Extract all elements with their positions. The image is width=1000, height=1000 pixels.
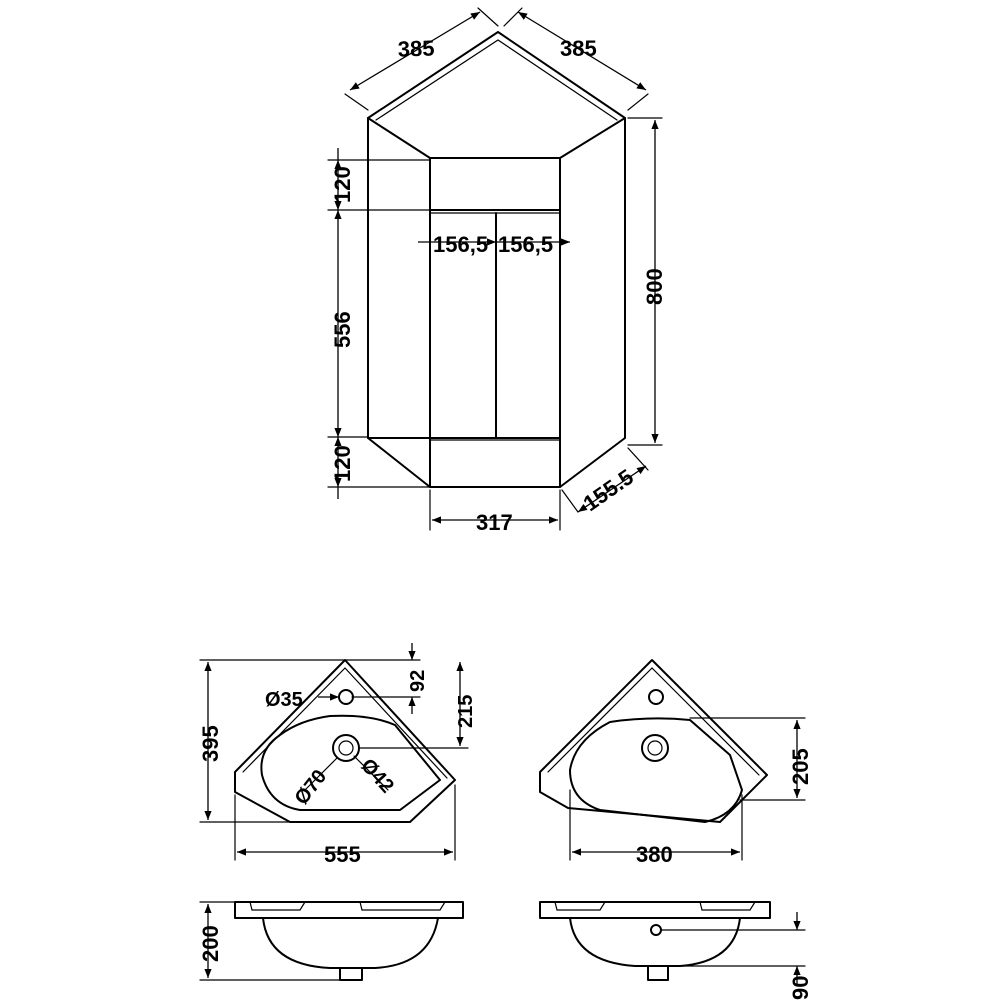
cabinet-top-left-width: 385 <box>397 35 435 61</box>
tap-hole-diameter: Ø35 <box>265 689 303 711</box>
cabinet-top-rail: 120 <box>330 166 355 203</box>
cabinet-plinth: 120 <box>330 445 355 482</box>
basin-right-dimension-labels: 205 380 <box>636 748 813 867</box>
waste-inner-diameter: Ø42 <box>356 755 398 798</box>
bowl-offset: 215 <box>455 695 477 728</box>
bowl-depth: 205 <box>788 748 813 785</box>
waste-outer-diameter: Ø70 <box>291 766 332 809</box>
basin-depth: 395 <box>198 725 223 762</box>
cabinet-door-left-width: 156,5 <box>433 232 488 257</box>
basin-left-dimensions <box>199 643 469 861</box>
overflow-height: 90 <box>788 976 813 1000</box>
basin-side-view-right <box>539 901 771 981</box>
tap-hole-offset: 92 <box>407 670 429 692</box>
cabinet-front-width: 317 <box>476 510 513 535</box>
cabinet-door-height: 556 <box>330 311 355 348</box>
basin-side-left-dimensions: 200 <box>198 901 341 981</box>
basin-side-right-dimensions: 90 <box>661 912 813 1000</box>
basin-width: 555 <box>324 842 361 867</box>
basin-left-dimension-labels: 395 555 92 215 Ø35 Ø70 Ø42 <box>198 670 477 867</box>
cabinet-side-depth: 155.5 <box>579 464 638 516</box>
basin-right-dimensions <box>569 717 806 861</box>
basin-top-view-right <box>539 659 768 823</box>
cabinet-dimensions <box>327 7 663 531</box>
basin-height: 200 <box>198 925 223 962</box>
cabinet-door-right-width: 156,5 <box>498 232 553 257</box>
corner-cabinet-front-view <box>367 31 626 488</box>
cabinet-height: 800 <box>642 268 667 305</box>
basin-side-view-left <box>234 901 464 981</box>
cabinet-top-right-width: 385 <box>560 36 597 61</box>
bowl-width: 380 <box>636 842 673 867</box>
